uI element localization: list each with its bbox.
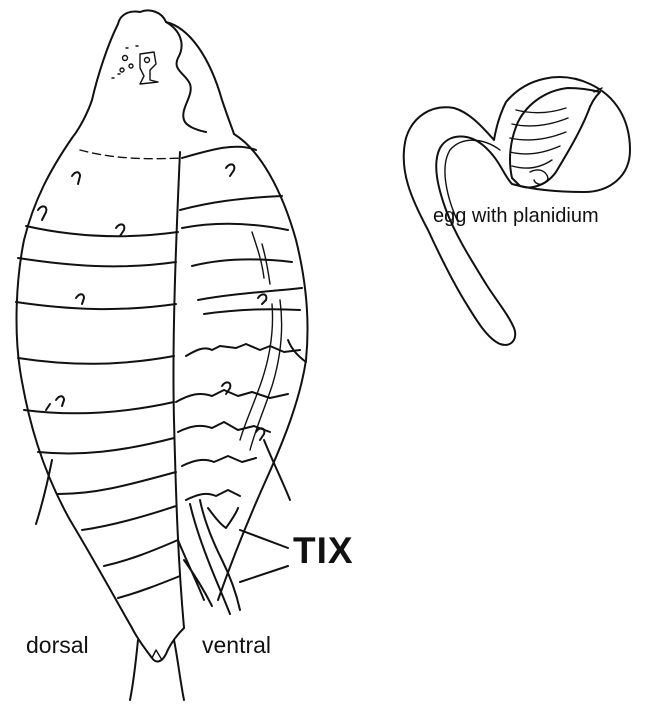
ventral-sternite-edge [176,390,288,402]
dorsal-seta [56,396,64,406]
ventral-seta [258,294,266,304]
dorsal-segment-line [18,356,174,364]
tix-leader-line [240,530,288,548]
dorsal-seta [72,172,80,184]
dorsal-mouth-region [140,52,158,84]
ventral-tix-hook [208,508,238,528]
ventral-seta [226,164,234,176]
ventral-view [176,134,308,614]
dorsal-cercus-right [174,640,184,700]
dorsal-segment-line [58,472,176,494]
planidium-segment [510,132,566,140]
ventral-sternite-edge [186,490,240,500]
ventral-sternite-edge [182,456,256,466]
planidium-segment [516,108,566,113]
dorsal-head-pore [120,68,124,72]
ventral-sternite-edge [186,344,300,356]
dorsal-body-left-outline [17,138,132,628]
dorsal-seta [46,404,50,410]
dorsal-segment-line [16,302,176,309]
dorsal-segment-line [104,540,178,566]
tix-leader-line [240,566,288,582]
dorsal-head-outline [72,10,234,138]
dorsal-segment-line [18,258,176,266]
ventral-inner-line [240,304,273,440]
planidium-head [530,170,548,184]
ventral-plate-line [198,288,302,300]
ventral-tix-appendage [190,504,230,614]
dorsal-seta [116,224,124,236]
planidium-segment [510,146,560,154]
ventral-plate-line [204,309,300,314]
dorsal-seta [76,294,84,304]
planidium-segment [512,160,552,168]
dorsal-segment-line [82,506,176,530]
dorsal-segment-line [26,226,178,236]
tix-label: TIX [293,530,354,572]
dorsal-seta [38,206,46,220]
ventral-inner-line [252,232,264,278]
ventral-plate-line [180,196,282,210]
ventral-plate-line [182,147,256,158]
dorsal-view [16,10,234,700]
dorsal-head-dots [112,46,138,78]
dorsal-segment-line [118,576,180,598]
dorsal-body-right-outline [173,152,184,628]
dorsal-head-notch [166,22,206,132]
dorsal-cercus-left [130,640,138,700]
dorsal-head-pore [123,56,128,61]
ventral-inner-line [250,300,282,450]
egg-label: egg with planidium [433,205,599,228]
dorsal-segment-line [38,438,174,453]
dorsal-label: dorsal [26,632,89,659]
ventral-inner-line [262,244,270,284]
dorsal-head-pore [129,64,133,68]
dorsal-long-seta [36,460,52,524]
ventral-label: ventral [202,632,271,659]
ventral-seta [256,428,264,440]
dorsal-eye-spot [145,58,150,63]
ventral-plate-line [192,259,292,266]
dorsal-thorax-line [80,150,182,159]
ventral-plate-line [182,224,288,230]
planidium-larva [510,88,600,187]
ventral-posterior-edge [178,540,212,606]
ventral-long-seta [264,440,290,500]
